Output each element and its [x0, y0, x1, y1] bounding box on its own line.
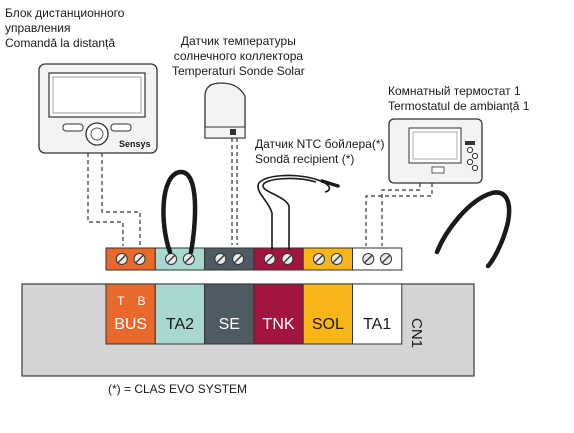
- terminal-sublabel-bus-left: T: [117, 294, 125, 308]
- terminal-body-ta2: [154, 283, 206, 345]
- thermostat-cables: [365, 183, 433, 246]
- screw-slot-icon: [167, 255, 176, 263]
- terminal-body-se: [204, 283, 255, 345]
- solar-sensor-label: Датчик температуры солнечного коллектора…: [172, 34, 305, 79]
- remote-label-ru-2: управления: [5, 21, 71, 35]
- screw-slot-icon: [364, 255, 373, 263]
- terminal-label-tnk: TNK: [263, 316, 295, 333]
- screw-slot-icon: [283, 255, 292, 263]
- ntc-label: Датчик NTC бойлера(*) Sondă recipient (*…: [255, 137, 385, 167]
- terminal-ta2: TA2: [154, 247, 206, 345]
- terminal-body-tnk: [253, 283, 304, 345]
- terminal-body-bus: [105, 283, 156, 345]
- solar-label-ru-1: Датчик температуры: [180, 34, 296, 48]
- terminal-ta1: TA1: [352, 247, 403, 345]
- terminal-body-sol: [302, 283, 354, 345]
- remote-cables: [87, 153, 141, 246]
- ta2-jumper-wire: [161, 169, 198, 255]
- screw-slot-icon: [135, 255, 144, 263]
- spare-jumper-wire: [434, 190, 512, 269]
- screw-slot-icon: [382, 255, 390, 263]
- terminal-strip-ta1: [352, 247, 403, 271]
- room-thermostat-device: [388, 118, 483, 184]
- room-thermostat-label: Комнатный термостат 1 Termostatul de amb…: [388, 84, 529, 114]
- remote-label-ro: Comandă la distanță: [5, 36, 116, 50]
- terminal-body-ta1: [352, 283, 403, 345]
- solar-sensor-device: [204, 82, 246, 245]
- remote-label: Блок дистанционного управления Comandă l…: [5, 6, 124, 51]
- room-label-ro: Termostatul de ambianță 1: [388, 99, 530, 113]
- ntc-label-ru: Датчик NTC бойлера(*): [255, 137, 385, 151]
- terminal-tnk: TNK: [253, 247, 304, 345]
- screw-slot-icon: [332, 255, 341, 263]
- remote-label-ru-1: Блок дистанционного: [5, 6, 125, 20]
- remote-control-device: Sensys: [38, 63, 158, 154]
- terminal-se: SE: [204, 247, 255, 345]
- screw-slot-icon: [265, 255, 274, 263]
- terminal-strip-sol: [302, 247, 354, 271]
- screw-slot-icon: [117, 255, 126, 263]
- terminal-label-ta2: TA2: [166, 316, 194, 333]
- terminal-sublabel-bus-right: B: [137, 294, 145, 308]
- terminal-label-ta1: TA1: [363, 316, 391, 333]
- device-brand: Sensys: [119, 139, 151, 149]
- board-label: CN1: [408, 318, 425, 348]
- solar-label-ro: Temperaturi Sonde Solar: [172, 64, 305, 78]
- screw-slot-icon: [216, 255, 225, 263]
- solar-label-ru-2: солнечного коллектора: [173, 49, 304, 63]
- terminal-strip-se: [204, 247, 255, 271]
- screw-slot-icon: [315, 255, 323, 263]
- terminal-strip-ta2: [154, 247, 206, 271]
- screw-slot-icon: [184, 255, 193, 263]
- room-label-ru: Комнатный термостат 1: [388, 84, 521, 98]
- ntc-probe-device: [257, 174, 340, 250]
- terminal-label-se: SE: [219, 316, 240, 333]
- footnote: (*) = CLAS EVO SYSTEM: [108, 382, 248, 396]
- ntc-label-ro: Sondă recipient (*): [255, 152, 355, 166]
- screw-slot-icon: [234, 255, 243, 263]
- terminal-sol: SOL: [302, 247, 354, 345]
- terminal-label-sol: SOL: [312, 316, 344, 333]
- terminal-strip-bus: [105, 247, 156, 271]
- terminal-label-bus: BUS: [114, 316, 147, 333]
- terminal-strip-tnk: [253, 247, 304, 271]
